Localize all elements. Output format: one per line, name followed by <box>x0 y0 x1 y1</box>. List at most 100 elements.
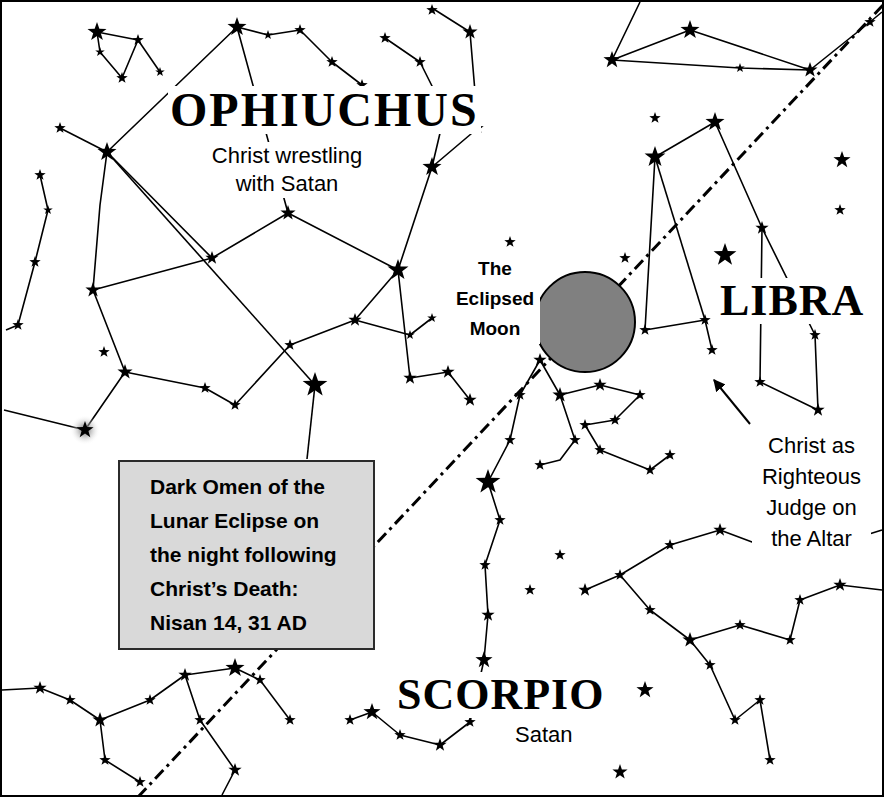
star-symbol <box>95 47 105 56</box>
star-symbol <box>639 324 650 335</box>
constellation-line <box>185 675 235 795</box>
star-glow <box>70 415 100 445</box>
star-symbol <box>263 30 273 39</box>
star-symbol <box>284 339 295 350</box>
constellation-line <box>645 157 712 350</box>
star-symbol <box>514 389 525 400</box>
constellation-line <box>612 60 810 70</box>
star-symbol <box>705 112 724 130</box>
star-symbol <box>533 353 546 366</box>
star-symbol <box>680 20 699 38</box>
omen-box: Dark Omen of the Lunar Eclipse on the ni… <box>118 460 375 650</box>
star-symbol <box>714 243 737 265</box>
star-symbol <box>87 22 106 40</box>
constellation-line <box>4 372 125 430</box>
star-symbol <box>809 329 820 340</box>
star-symbol <box>284 714 295 725</box>
constellation-meaning: Satan <box>513 722 575 748</box>
constellation-line <box>97 32 138 78</box>
star-symbol <box>864 16 875 27</box>
star-symbol <box>134 776 145 787</box>
constellation-name: LIBRA <box>718 278 866 324</box>
star-symbol <box>833 578 846 591</box>
star-symbol <box>426 4 437 15</box>
constellation-line <box>540 360 670 470</box>
omen-text: Dark Omen of the Lunar Eclipse on the ni… <box>150 470 353 640</box>
star-symbol <box>76 421 93 437</box>
star-symbol <box>29 256 40 267</box>
star-symbol <box>116 72 127 83</box>
star-symbol <box>117 364 132 378</box>
star-symbol <box>303 372 328 396</box>
star-symbol <box>784 634 795 645</box>
constellation-line <box>93 152 212 290</box>
constellation-line <box>385 38 445 270</box>
constellation-line <box>620 575 770 760</box>
leader-line <box>307 385 315 459</box>
star-symbol <box>578 583 591 596</box>
star-symbol <box>682 632 697 646</box>
star-symbol <box>754 376 765 387</box>
constellation-line <box>2 668 260 720</box>
star-symbol <box>609 414 620 425</box>
constellation-line <box>655 122 715 157</box>
moon-label: The Eclipsed Moon <box>450 254 540 344</box>
star-symbol <box>132 34 143 45</box>
star-symbol <box>612 764 627 778</box>
star-symbol <box>427 313 437 322</box>
star-symbol <box>475 651 492 667</box>
constellation-name: SCORPIO <box>395 672 606 718</box>
star-symbol <box>98 346 109 357</box>
star-symbol <box>33 681 46 694</box>
star-symbol <box>504 434 515 445</box>
star-symbol <box>254 674 265 685</box>
star-symbol <box>476 469 501 493</box>
constellation-line <box>355 318 432 335</box>
constellation-line <box>100 720 140 782</box>
constellation-line <box>612 2 882 70</box>
star-symbol <box>388 259 409 279</box>
star-symbol <box>603 51 620 67</box>
star-symbol <box>664 539 675 550</box>
star-symbol <box>706 344 717 355</box>
star-symbol <box>699 314 710 325</box>
star-symbol <box>280 205 295 219</box>
eclipsed-moon: The Eclipsed Moon <box>450 250 640 375</box>
constellation-line <box>138 40 160 72</box>
star-symbol <box>794 594 805 605</box>
star-symbol <box>755 221 768 234</box>
star-symbol <box>764 754 775 765</box>
constellation-line <box>655 157 705 320</box>
star-symbol <box>294 24 305 35</box>
star-symbol <box>534 459 545 470</box>
star-symbol <box>441 365 454 378</box>
star-symbol <box>463 393 476 406</box>
constellation-line <box>237 27 362 85</box>
star-symbol <box>155 67 165 76</box>
star-symbol <box>729 714 740 725</box>
star-symbol <box>92 712 107 726</box>
star-symbol <box>614 569 625 580</box>
star-symbol <box>194 714 205 725</box>
star-symbol <box>229 399 240 410</box>
star-symbol <box>54 122 65 133</box>
star-symbol <box>462 24 477 38</box>
star-symbol <box>97 142 116 160</box>
star-symbol <box>494 514 505 525</box>
star-symbol <box>394 729 405 740</box>
star-symbol <box>713 523 726 536</box>
star-symbol <box>363 703 380 719</box>
star-symbol <box>481 608 494 621</box>
star-symbol <box>178 668 191 681</box>
star-symbol <box>593 378 606 391</box>
star-symbol <box>479 559 490 570</box>
star-symbol <box>834 204 845 215</box>
star-symbol <box>754 694 765 705</box>
star-symbol <box>228 763 241 776</box>
star-symbol <box>644 604 655 615</box>
star-symbol <box>144 694 155 705</box>
star-symbol <box>199 382 210 393</box>
